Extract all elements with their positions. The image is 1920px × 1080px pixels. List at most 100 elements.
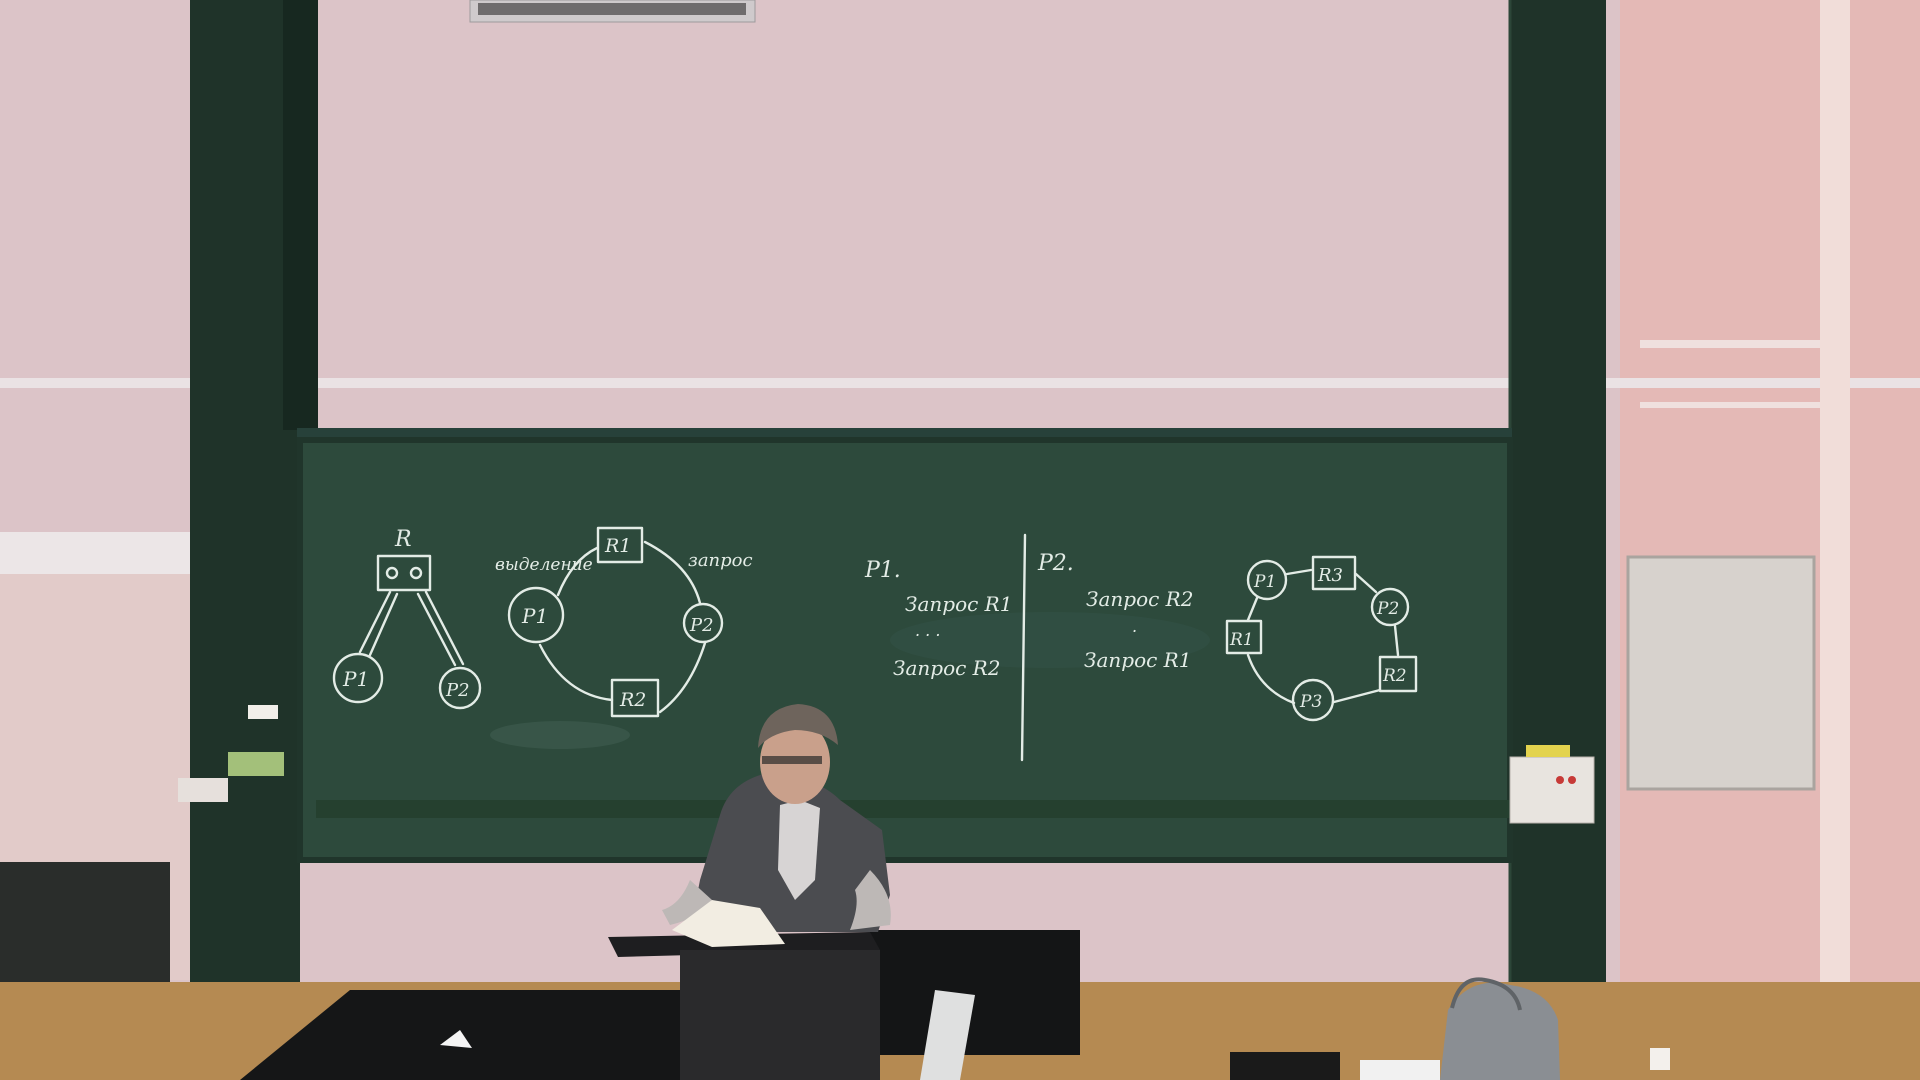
diagram3-edge-p2-r2 xyxy=(1393,624,1400,657)
diagram3-r2-box xyxy=(1378,655,1418,693)
diagram1-dot-2 xyxy=(409,566,423,580)
diagram3-p2-node xyxy=(1370,587,1410,627)
lecture-notes xyxy=(672,900,785,947)
diagram2-p2-label: P2 xyxy=(689,615,714,636)
diagram3-r1-label: R1 xyxy=(1229,630,1254,650)
diagram1-edge-2 xyxy=(368,592,399,657)
diagram2-p1-node xyxy=(507,586,565,644)
chalk-piece xyxy=(248,705,278,719)
diagram3-p1-node xyxy=(1246,559,1288,601)
diagram2-r1-label: R1 xyxy=(604,535,631,557)
board-divider xyxy=(1020,533,1027,762)
indicator-red xyxy=(1556,776,1564,784)
paper-note xyxy=(440,1030,472,1048)
text-p1-dots: . . . xyxy=(915,621,940,640)
right-molding-2 xyxy=(1640,402,1820,408)
side-cabinet xyxy=(0,862,170,992)
diagram2-edge-p1-r2 xyxy=(538,643,614,702)
text-p1-line2: Запрос R2 xyxy=(893,656,1000,680)
switch-box xyxy=(1509,756,1595,824)
switch-box-label xyxy=(1526,745,1570,757)
diagram2-p1-label: P1 xyxy=(521,604,548,628)
text-p1-line1: Запрос R1 xyxy=(905,592,1012,616)
text-p1-block: P1. Запрос R1 . . . Запрос R2 xyxy=(864,558,1012,680)
board-eraser xyxy=(228,752,284,776)
diagram2-r2-box xyxy=(610,678,660,718)
indicator-red-2 xyxy=(1568,776,1576,784)
lecturer-hair xyxy=(758,704,838,748)
chalkboard xyxy=(300,440,1510,860)
lecturer-shirt xyxy=(778,800,820,900)
lecturer-sleeve-left xyxy=(662,880,712,925)
notebook xyxy=(1230,1052,1340,1080)
diagram2-edge-r1-p1 xyxy=(556,546,599,597)
chalkboard-border xyxy=(297,437,1513,863)
left-molding xyxy=(0,532,225,574)
text-p2-line2: Запрос R1 xyxy=(1084,648,1191,672)
diagram2-edge-r2-p2 xyxy=(658,641,707,714)
monitor-stand-logo xyxy=(920,990,975,1080)
monitor xyxy=(870,930,1080,1055)
board-frame-left xyxy=(190,0,300,1000)
diagram2-alloc-label: выделение xyxy=(495,555,593,575)
diagram3-edge-r2-p3 xyxy=(1332,688,1382,704)
diagram1-edge-1 xyxy=(358,590,392,654)
diagram3-edge-r3-p2 xyxy=(1354,572,1378,594)
diagram1-resource-label: R xyxy=(394,527,412,552)
diagram2-edge-p2-r1 xyxy=(643,540,702,605)
diagram3-p1-label: P1 xyxy=(1253,572,1276,592)
board-frame-left-inner xyxy=(283,0,318,430)
board-lower-rail xyxy=(316,800,1510,818)
laptop-dark xyxy=(240,990,700,1080)
text-p2-dots: . xyxy=(1132,617,1137,636)
diagram3-edge-p1-r3 xyxy=(1285,568,1313,576)
diagram2-request-label: запрос xyxy=(688,550,753,571)
chalk-smudge-2 xyxy=(890,612,1210,668)
diagram1-p1-label: P1 xyxy=(342,667,369,691)
diagram1-p1-node xyxy=(332,652,384,704)
diagram2-p2-node xyxy=(682,602,724,644)
right-molding xyxy=(1640,340,1820,348)
diagram1-p2-label: P2 xyxy=(445,680,470,701)
diagram1-dot-1 xyxy=(385,566,399,580)
diagram1-p2-node xyxy=(438,666,482,710)
bag xyxy=(1440,982,1560,1080)
diagram3-p3-label: P3 xyxy=(1299,692,1322,712)
lecturer-glasses xyxy=(762,756,822,764)
diagram1-edge-4 xyxy=(424,590,465,666)
text-p2-head: P2. xyxy=(1037,551,1074,576)
paper-stack xyxy=(1360,1060,1440,1080)
wall-socket xyxy=(178,778,228,802)
socket-right xyxy=(1650,1048,1670,1070)
right-wall xyxy=(1620,0,1920,1080)
diagram2-r1-box xyxy=(596,526,644,564)
lectern-body xyxy=(680,950,880,1080)
diagram-1: R P1 P2 xyxy=(332,527,482,710)
right-pilaster xyxy=(1820,0,1850,1080)
vent-grille xyxy=(478,3,746,15)
diagram3-r1-box xyxy=(1225,619,1263,655)
diagram3-r3-box xyxy=(1311,555,1357,591)
chalk-smudge xyxy=(490,721,630,749)
diagram3-r3-label: R3 xyxy=(1317,565,1343,586)
lecturer-sleeve-right xyxy=(850,870,891,930)
wall-molding xyxy=(0,378,1920,388)
board-frame-right xyxy=(1510,0,1606,1080)
diagram3-edge-r1-p1 xyxy=(1246,596,1259,622)
diagram2-r2-label: R2 xyxy=(619,689,646,711)
diagram1-edge-3 xyxy=(416,592,457,667)
diagram3-edge-p3-r1 xyxy=(1246,653,1296,705)
text-p2-block: P2. Запрос R2 . Запрос R1 xyxy=(1037,551,1193,672)
bag-handle xyxy=(1450,977,1522,1011)
diagram-2: выделение запрос R1 P1 P2 R2 xyxy=(495,526,753,718)
diagram3-p2-label: P2 xyxy=(1376,599,1399,619)
diagram3-p3-node xyxy=(1291,678,1335,722)
electrical-cabinet xyxy=(1626,555,1816,791)
diagram-3: P1 R3 P2 R1 R2 P3 xyxy=(1225,555,1418,722)
text-p2-line1: Запрос R2 xyxy=(1086,587,1193,611)
text-p1-head: P1. xyxy=(864,558,901,583)
diagram3-r2-label: R2 xyxy=(1382,666,1407,686)
diagram1-resource-box xyxy=(376,554,432,592)
